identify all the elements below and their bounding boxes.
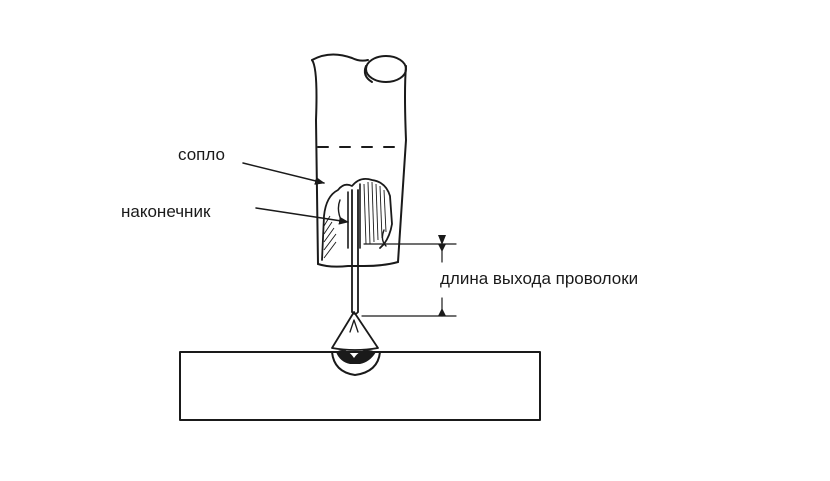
nozzle	[311, 53, 407, 268]
contact-tip	[321, 177, 393, 261]
stickout-dimension: длина выхода проволоки	[361, 235, 638, 317]
weld-pool	[331, 350, 381, 376]
tip-hatching-right	[363, 181, 387, 245]
contact-tip-leader: наконечник	[121, 202, 349, 225]
contact-tip-label: наконечник	[121, 202, 211, 221]
nozzle-leader: сопло	[178, 145, 325, 185]
tip-hatching-left	[323, 215, 337, 259]
welding-wire	[351, 189, 359, 315]
wire-stickout-label: длина выхода проволоки	[440, 269, 638, 288]
dimension-arrow-top	[438, 244, 446, 252]
nozzle-label: сопло	[178, 145, 225, 164]
dimension-arrow-bottom	[438, 308, 446, 316]
welding-arc	[331, 311, 379, 351]
